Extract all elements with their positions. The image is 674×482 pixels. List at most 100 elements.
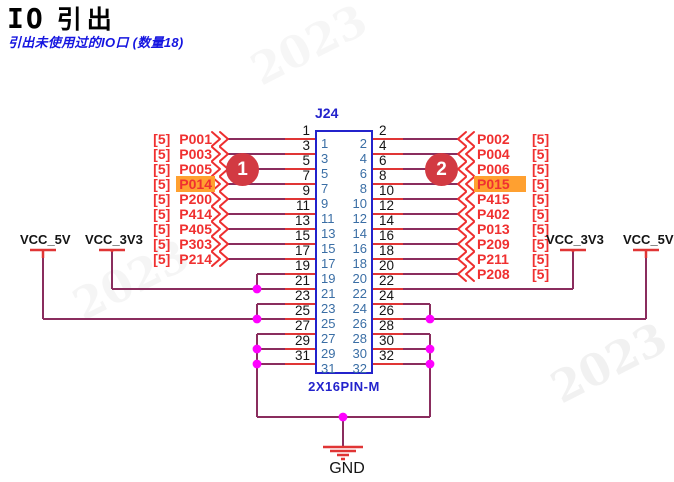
net-label: P006 — [477, 161, 510, 177]
annotation-balloon-1[interactable]: 1 — [226, 153, 259, 186]
net-port-P001[interactable]: [5]P001 — [153, 131, 212, 147]
offsheet-chevron-icon — [465, 161, 475, 177]
connector-symbol-body[interactable] — [315, 130, 373, 374]
pin-number-outer-right: 20 — [379, 258, 395, 273]
net-port-P014[interactable]: [5]P014 — [153, 176, 215, 192]
connector-designator[interactable]: J24 — [315, 105, 339, 121]
pin-number-inner-right: 2 — [359, 136, 367, 151]
pin-number-inner-left: 23 — [321, 301, 336, 316]
net-port-P208[interactable]: P208[5] — [477, 266, 549, 282]
net-label: P013 — [477, 221, 510, 237]
pin-number-outer-left: 29 — [294, 333, 310, 348]
pin-number-outer-right: 26 — [379, 303, 395, 318]
pin-number-outer-left: 25 — [294, 303, 310, 318]
junction-dot — [425, 359, 435, 369]
pin-number-inner-left: 19 — [321, 271, 336, 286]
power-port-vcc3v3-left[interactable]: VCC_3V3 — [85, 232, 143, 247]
net-port-P013[interactable]: P013 [5] — [477, 221, 549, 237]
net-label: P415 — [477, 191, 510, 207]
annotation-balloon-2[interactable]: 2 — [425, 153, 458, 186]
sheet-ref: [5] — [153, 236, 171, 252]
pin-number-inner-left: 17 — [321, 256, 336, 271]
pin-number-inner-left: 27 — [321, 331, 336, 346]
pin-number-outer-right: 30 — [379, 333, 395, 348]
net-port-P002[interactable]: P002[5] — [477, 131, 549, 147]
power-port-vcc5v-left[interactable]: VCC_5V — [20, 232, 71, 247]
offsheet-chevron-icon — [211, 221, 221, 237]
net-port-P200[interactable]: [5]P200 — [153, 191, 212, 207]
net-port-P209[interactable]: P209[5] — [477, 236, 549, 252]
net-port-P003[interactable]: [5]P003 — [153, 146, 212, 162]
offsheet-chevron-icon — [219, 236, 229, 252]
sheet-ref: [5] — [153, 221, 171, 237]
offsheet-chevron-icon — [465, 221, 475, 237]
net-port-P015[interactable]: P015[5] — [474, 176, 549, 192]
pin-number-inner-right: 22 — [352, 286, 367, 301]
sheet-ref: [5] — [532, 221, 550, 237]
offsheet-chevron-icon — [465, 146, 475, 162]
pin-number-outer-left: 19 — [294, 258, 310, 273]
net-label: P003 — [179, 146, 212, 162]
pin-number-outer-left: 3 — [302, 138, 310, 153]
pin-number-outer-left: 5 — [302, 153, 310, 168]
pin-number-inner-left: 9 — [321, 196, 329, 211]
pin-number-inner-right: 28 — [352, 331, 367, 346]
pin-number-inner-left: 11 — [321, 211, 335, 226]
junction-dot — [338, 412, 348, 422]
pin-number-inner-right: 30 — [352, 346, 367, 361]
offsheet-chevron-icon — [211, 131, 221, 147]
pin-number-outer-right: 28 — [379, 318, 395, 333]
pin-number-outer-right: 14 — [379, 213, 395, 228]
offsheet-chevron-icon — [465, 191, 475, 207]
pin-number-outer-right: 6 — [379, 153, 387, 168]
pin-number-outer-left: 1 — [302, 123, 310, 138]
net-port-P405[interactable]: [5]P405 — [153, 221, 212, 237]
offsheet-chevron-icon — [457, 251, 467, 267]
sheet-ref: [5] — [153, 206, 171, 222]
connector-type-label[interactable]: 2X16PIN-M — [308, 379, 380, 394]
net-port-P415[interactable]: P415[5] — [477, 191, 549, 207]
pin-number-outer-right: 2 — [379, 123, 387, 138]
net-port-P402[interactable]: P402[5] — [477, 206, 549, 222]
pin-number-outer-left: 9 — [302, 183, 310, 198]
net-port-P004[interactable]: P004[5] — [477, 146, 549, 162]
net-port-P214[interactable]: [5]P214 — [153, 251, 212, 267]
net-port-P005[interactable]: [5]P005 — [153, 161, 212, 177]
net-label: P211 — [477, 251, 509, 267]
net-label: P001 — [179, 131, 212, 147]
offsheet-chevron-icon — [211, 191, 221, 207]
net-port-P006[interactable]: P006[5] — [477, 161, 549, 177]
pin-number-outer-right: 4 — [379, 138, 387, 153]
pin-number-inner-right: 10 — [352, 196, 367, 211]
offsheet-chevron-icon — [457, 206, 467, 222]
offsheet-chevron-icon — [457, 221, 467, 237]
net-label: P208 — [477, 266, 510, 282]
pin-number-inner-left: 25 — [321, 316, 336, 331]
sheet-ref: [5] — [532, 251, 550, 267]
pin-number-outer-right: 18 — [379, 243, 395, 258]
pin-number-inner-right: 8 — [359, 181, 367, 196]
pin-number-inner-right: 32 — [352, 361, 367, 376]
pin-number-inner-left: 7 — [321, 181, 329, 196]
offsheet-chevron-icon — [211, 236, 221, 252]
junction-dot — [252, 344, 262, 354]
power-port-vcc3v3-right[interactable]: VCC_3V3 — [546, 232, 604, 247]
offsheet-chevron-icon — [465, 251, 475, 267]
offsheet-chevron-icon — [219, 191, 229, 207]
pin-number-inner-left: 31 — [321, 361, 336, 376]
pin-number-inner-left: 5 — [321, 166, 329, 181]
pin-number-inner-left: 21 — [321, 286, 336, 301]
net-port-P303[interactable]: [5]P303 — [153, 236, 212, 252]
net-port-P414[interactable]: [5]P414 — [153, 206, 212, 222]
sheet-ref: [5] — [532, 236, 550, 252]
offsheet-chevron-icon — [211, 161, 221, 177]
ground-port-label[interactable]: GND — [329, 460, 365, 477]
power-port-vcc5v-right[interactable]: VCC_5V — [623, 232, 674, 247]
pin-number-outer-left: 15 — [294, 228, 310, 243]
junction-dot — [252, 359, 262, 369]
net-port-P211[interactable]: P211 [5] — [477, 251, 549, 267]
sheet-ref: [5] — [532, 131, 550, 147]
offsheet-chevron-icon — [211, 251, 221, 267]
